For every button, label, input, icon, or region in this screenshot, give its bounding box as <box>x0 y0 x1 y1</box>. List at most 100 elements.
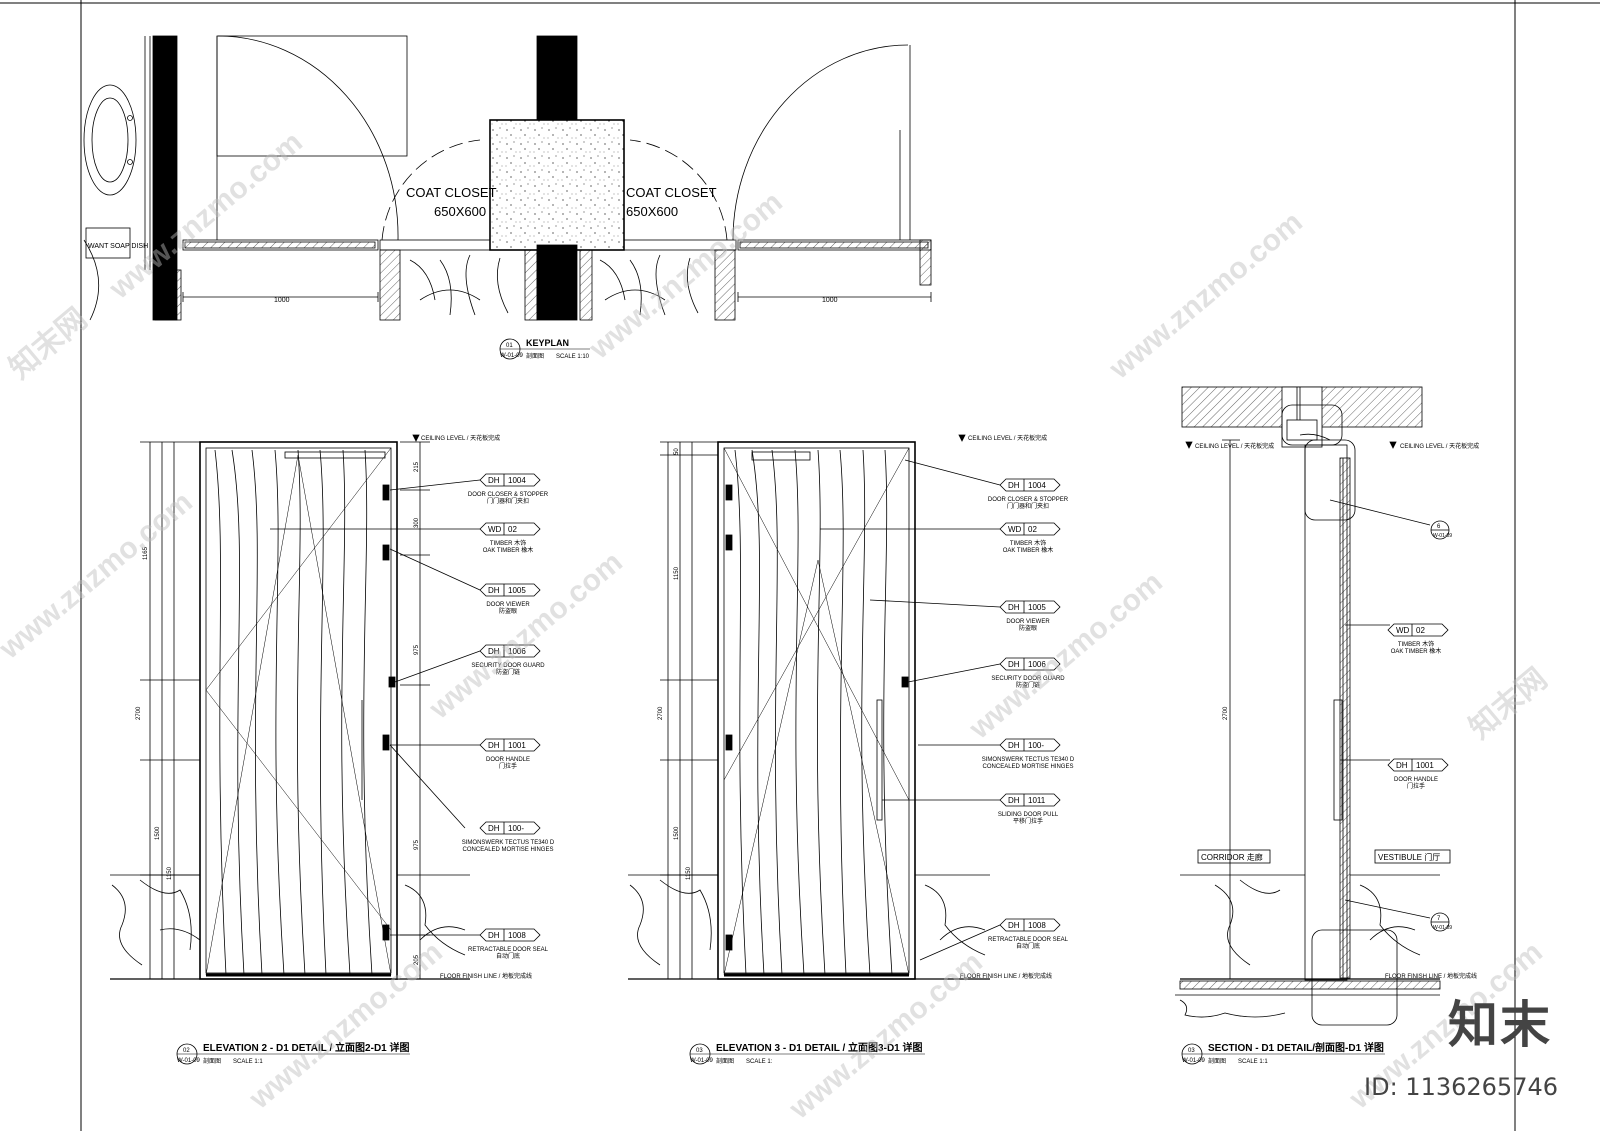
tag-outline <box>479 821 541 835</box>
tag-desc-cn: 自动门底 <box>496 952 520 960</box>
tag-desc-cn: OAK TIMBER 橡木 <box>1003 546 1054 554</box>
elev2-floor-label: FLOOR FINISH LINE / 地板完成线 <box>440 972 532 980</box>
keyplan-title-no: 01 <box>506 343 513 349</box>
elev3-dims-left: 50 1150 2700 1500 1150 <box>658 448 692 880</box>
tag-desc-cn: 防盗门链 <box>1016 681 1040 689</box>
dim-label: 215 <box>414 461 420 472</box>
elev2-title-text: ELEVATION 2 - D1 DETAIL / 立面图2-D1 详图 <box>203 1041 410 1054</box>
tag-number: 1001 <box>1416 761 1434 770</box>
tag-code: WD <box>1396 626 1410 635</box>
tag-desc-cn: 门门器和门夹扣 <box>487 497 529 505</box>
dim-label: 1150 <box>674 566 680 580</box>
section-view <box>1175 386 1451 1026</box>
section-scale: SCALE 1:1 <box>1238 1059 1268 1065</box>
dim-label: 1150 <box>167 866 173 880</box>
tag-number: 02 <box>1028 525 1037 534</box>
tag-number: 1008 <box>508 931 526 940</box>
tag-number: 02 <box>1416 626 1425 635</box>
dim-label: 300 <box>414 517 420 528</box>
tag-outline <box>479 473 541 487</box>
elev2-title-cn: 剖面图 <box>203 1057 221 1065</box>
keyplan-title-text: KEYPLAN <box>526 338 569 348</box>
watermark-text: 知末网 <box>1463 662 1553 745</box>
tag-outline <box>999 738 1061 752</box>
keyplan-dim-left: 1000 <box>274 297 290 304</box>
section-title-ref: W-01-09 <box>1182 1058 1206 1064</box>
section-title-text: SECTION - D1 DETAIL/剖面图-D1 详图 <box>1208 1041 1384 1054</box>
vestibule-label: VESTIBULE 门厅 <box>1378 852 1440 862</box>
tag-desc-cn: CONCEALED MORTISE HINGES <box>983 764 1074 770</box>
tag-outline <box>479 644 541 658</box>
section-detail-top-ref: W-01-09 <box>1433 533 1452 539</box>
tag-code: WD <box>1008 525 1022 534</box>
watermark-text: www.znzmo.com <box>103 125 309 306</box>
elev2-dims-left: 1165 2700 1500 1150 <box>136 546 173 880</box>
tag-code: DH <box>1008 603 1020 612</box>
tag-desc: SECURITY DOOR GUARD <box>991 676 1065 682</box>
image-id-label: ID: 1136265746 <box>1364 1073 1558 1101</box>
tag-code: DH <box>1008 660 1020 669</box>
dim-label: 1500 <box>674 826 680 840</box>
keyplan-dim-right: 1000 <box>822 297 838 304</box>
tag-desc-cn: OAK TIMBER 橡木 <box>1391 647 1442 655</box>
section-floor-label: FLOOR FINISH LINE / 地板完成线 <box>1385 972 1477 980</box>
keyplan-scale: SCALE 1:10 <box>556 354 590 360</box>
tag-desc: DOOR CLOSER & STOPPER <box>468 492 549 498</box>
elev2-title-no: 02 <box>183 1048 190 1054</box>
section-title-no: 03 <box>1188 1048 1195 1054</box>
tag-number: 100- <box>1028 741 1044 750</box>
dim-label: 2700 <box>658 706 664 720</box>
tag-outline <box>479 583 541 597</box>
dim-label: 50 <box>674 448 680 455</box>
tag-desc-cn: 门拉手 <box>499 762 517 770</box>
elev2-dims-right: 215 300 975 975 205 <box>414 461 420 965</box>
tag-outline <box>999 793 1061 807</box>
tag-number: 1006 <box>508 647 526 656</box>
watermark-text: www.znzmo.com <box>423 545 629 726</box>
tag-code: DH <box>488 931 500 940</box>
tag-code: DH <box>488 647 500 656</box>
tag-desc: DOOR CLOSER & STOPPER <box>988 497 1069 503</box>
elev3-title: 03 W-01-09 ELEVATION 3 - D1 DETAIL / 立面图… <box>689 1041 925 1065</box>
elev3-title-no: 03 <box>696 1048 703 1054</box>
tag-number: 1004 <box>1028 481 1046 490</box>
tag-desc: DOOR HANDLE <box>486 757 530 763</box>
watermark-text: www.znzmo.com <box>0 485 199 666</box>
tag-desc-cn: 防盗眼 <box>1019 624 1037 632</box>
tag-desc: TIMBER 木饰 <box>1010 539 1046 547</box>
stamp-label: WANT SOAP DISH <box>88 243 148 250</box>
watermark-text: www.znzmo.com <box>783 945 989 1126</box>
keyplan <box>83 35 932 321</box>
tag-desc: RETRACTABLE DOOR SEAL <box>468 947 549 953</box>
tag-desc-cn: 防盗眼 <box>499 607 517 615</box>
tag-outline <box>479 928 541 942</box>
tag-outline <box>1387 758 1449 772</box>
section-dim: 2700 <box>1223 706 1229 720</box>
tag-desc-cn: 门拉手 <box>1407 782 1425 790</box>
dim-label: 1150 <box>686 866 692 880</box>
tag-code: DH <box>488 476 500 485</box>
tag-number: 1011 <box>1028 796 1046 805</box>
tag-desc: DOOR VIEWER <box>1006 619 1050 625</box>
tag-desc-cn: CONCEALED MORTISE HINGES <box>463 847 554 853</box>
tag-code: DH <box>1008 741 1020 750</box>
tag-outline <box>999 600 1061 614</box>
watermark-text: www.znzmo.com <box>1103 205 1309 386</box>
elev2-title-ref: W-01-09 <box>177 1058 201 1064</box>
dim-label: 975 <box>414 839 420 850</box>
elev3-title-ref: W-01-09 <box>690 1058 714 1064</box>
elev2-scale: SCALE 1:1 <box>233 1059 263 1065</box>
tag-desc: SIMONSWERK TECTUS TE340 D <box>462 840 555 846</box>
elev2-title: 02 W-01-09 ELEVATION 2 - D1 DETAIL / 立面图… <box>176 1041 410 1065</box>
elevation-3 <box>628 434 1001 980</box>
